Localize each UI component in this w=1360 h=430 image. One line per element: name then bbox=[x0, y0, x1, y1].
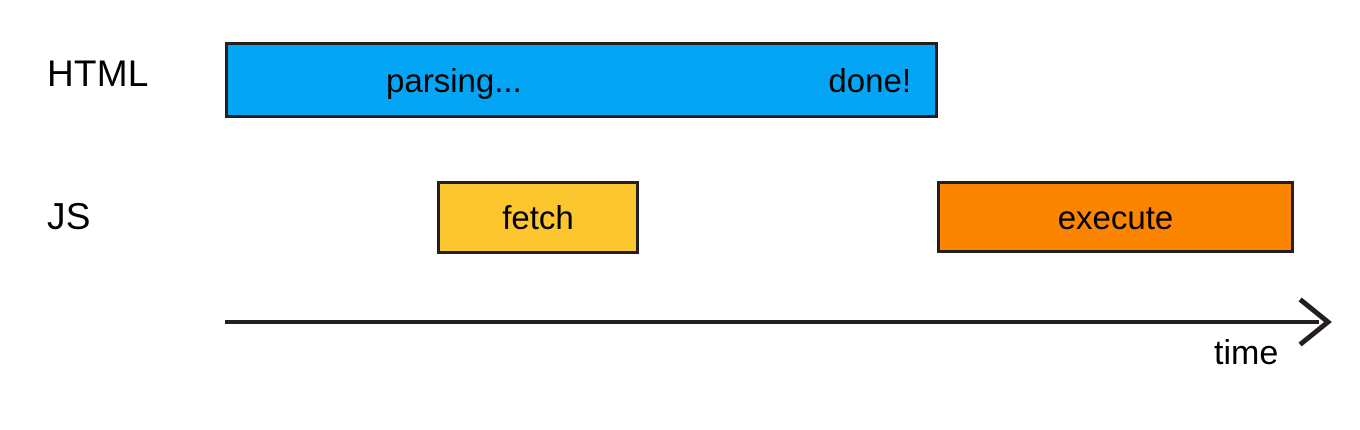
bar-label-fetch: fetch bbox=[502, 199, 574, 236]
bar-js-fetch: fetch bbox=[437, 181, 639, 254]
row-label-html: HTML bbox=[47, 53, 149, 94]
bar-label-done: done! bbox=[828, 61, 911, 99]
bar-label-execute: execute bbox=[1057, 198, 1174, 236]
time-axis bbox=[215, 295, 1345, 355]
bar-html-parsing: parsing... done! bbox=[225, 42, 938, 118]
bar-label-parsing: parsing... bbox=[386, 61, 522, 99]
row-label-js: JS bbox=[47, 196, 91, 237]
time-axis-label: time bbox=[1214, 334, 1279, 372]
time-axis-arrow-icon bbox=[225, 297, 1332, 347]
bar-js-execute: execute bbox=[937, 181, 1294, 253]
